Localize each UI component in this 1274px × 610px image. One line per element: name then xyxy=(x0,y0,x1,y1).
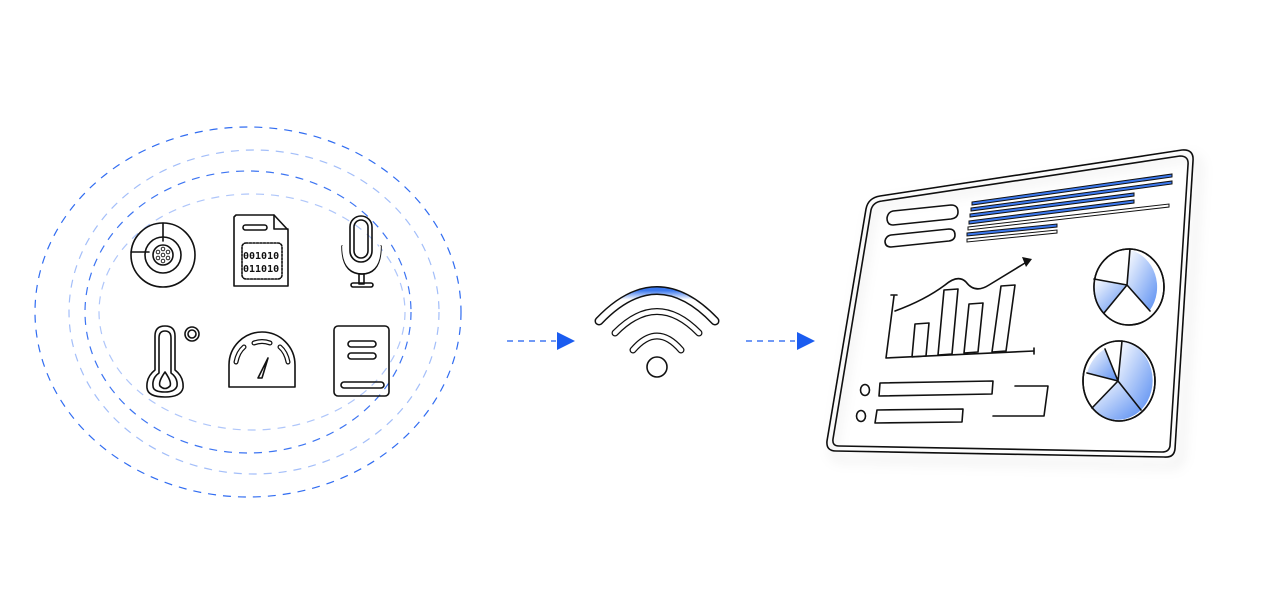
ring-inner xyxy=(98,193,406,431)
dashboard-list xyxy=(855,380,1049,424)
thermometer-icon xyxy=(146,325,200,398)
binary-line-2: 011010 xyxy=(243,264,279,275)
disk-icon xyxy=(130,222,196,288)
flow-arrow-1 xyxy=(507,332,575,350)
signal-rings xyxy=(34,126,462,498)
binary-line-1: 001010 xyxy=(243,251,279,262)
gauge-icon xyxy=(228,331,296,388)
wifi-icon xyxy=(594,286,720,378)
dashboard-bar-chart xyxy=(885,257,1035,359)
ring-3 xyxy=(84,170,412,454)
binary-file-icon: 001010 011010 xyxy=(233,214,289,287)
document-icon xyxy=(333,325,390,397)
microphone-icon xyxy=(341,215,382,288)
dashboard-pie-chart-2 xyxy=(1082,340,1156,422)
ring-outer xyxy=(34,126,462,498)
ring-2 xyxy=(68,149,440,475)
dashboard-pie-chart-1 xyxy=(1093,248,1165,326)
tablet-dashboard xyxy=(826,149,1194,458)
flow-arrow-2 xyxy=(746,332,815,350)
